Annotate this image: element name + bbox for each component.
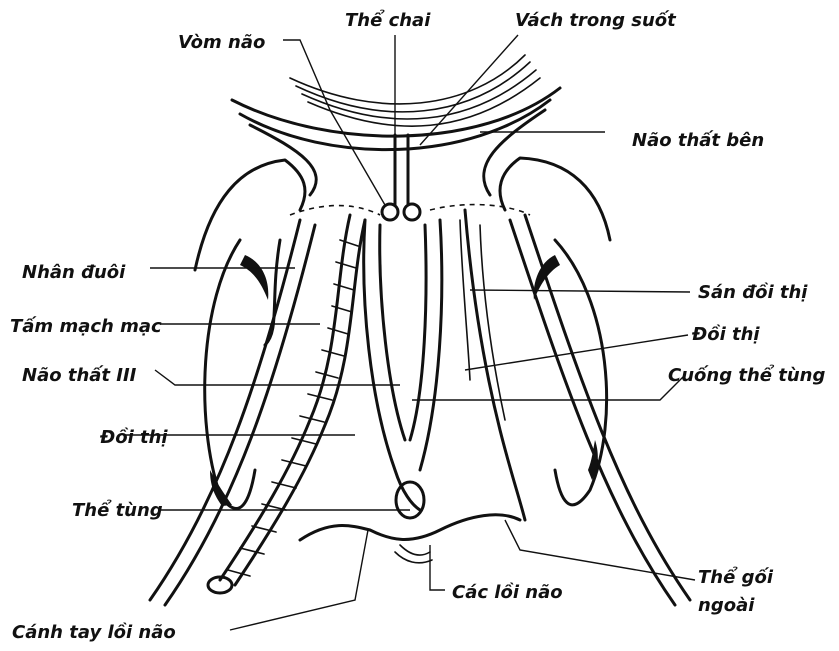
third-ventricle <box>364 220 442 518</box>
label-vom-nao: Vòm não <box>178 32 265 54</box>
label-the-goi-ngoai-line2: ngoài <box>698 595 754 617</box>
label-the-chai: Thể chai <box>345 10 430 32</box>
label-the-tung: Thể tùng <box>72 500 163 522</box>
label-doi-thi-left: Đồi thị <box>100 427 168 449</box>
label-san-doi-thi: Sán đồi thị <box>698 282 807 304</box>
label-nao-that-ben: Não thất bên <box>632 130 764 152</box>
label-cac-loi-nao: Các lồi não <box>452 582 563 604</box>
label-the-goi-ngoai-line1: Thể gối <box>698 567 773 589</box>
label-vach-trong-suot: Vách trong suốt <box>515 10 676 32</box>
label-doi-thi-right: Đồi thị <box>692 324 760 346</box>
label-canh-tay-loi-nao: Cánh tay lồi não <box>12 622 176 644</box>
label-tam-mach-mac: Tấm mạch mạc <box>10 316 162 338</box>
leader-lines <box>125 35 695 630</box>
label-cuong-the-tung: Cuống thể tùng <box>668 365 825 387</box>
label-nhan-duoi: Nhân đuôi <box>22 262 125 284</box>
caudate-nucleus-shapes <box>210 255 598 506</box>
colliculi-base <box>300 515 520 563</box>
label-nao-that-iii: Não thất III <box>22 365 136 387</box>
